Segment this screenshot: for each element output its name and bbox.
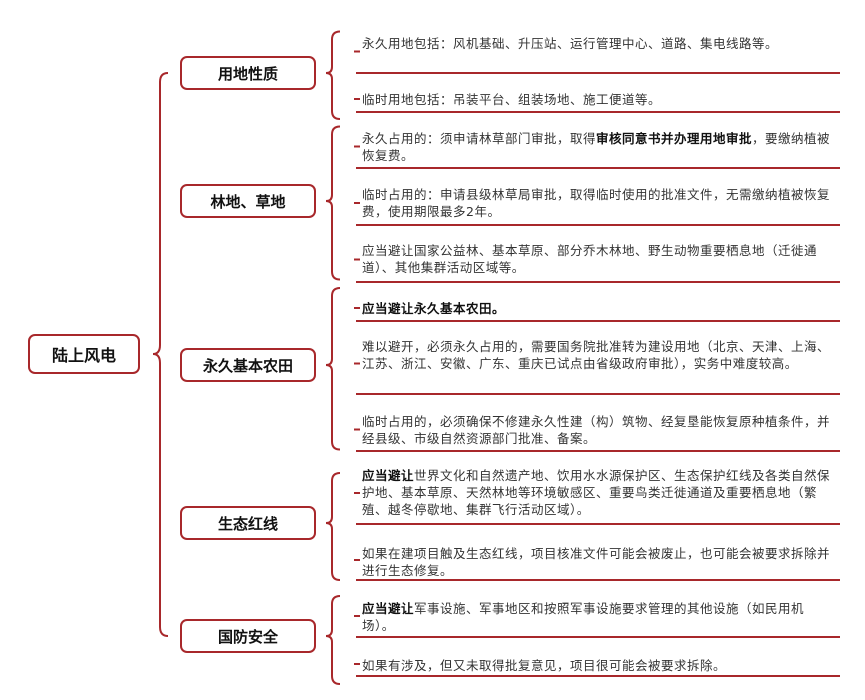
detail-item: 永久占用的：须申请林草部门审批，取得审核同意书并办理用地审批，要缴纳植被恢复费。 bbox=[356, 130, 840, 169]
category-brace bbox=[325, 287, 341, 451]
detail-text: 难以避开，必须永久占用的，需要国务院批准转为建设用地（北京、天津、上海、江苏、浙… bbox=[362, 339, 831, 371]
category-node: 用地性质 bbox=[180, 56, 316, 90]
detail-text: 永久用地包括：风机基础、升压站、运行管理中心、道路、集电线路等。 bbox=[362, 36, 779, 51]
detail-text: 如果在建项目触及生态红线，项目核准文件可能会被废止，也可能会被要求拆除并进行生态… bbox=[362, 546, 831, 578]
emphasis-text: 应当避让 bbox=[362, 601, 415, 616]
detail-text: 临时用地包括：吊装平台、组装场地、施工便道等。 bbox=[362, 92, 662, 107]
detail-text: 如果有涉及，但又未取得批复意见，项目很可能会被要求拆除。 bbox=[362, 658, 727, 673]
emphasis-text: 审核同意书并办理用地审批 bbox=[596, 131, 753, 146]
detail-item: 应当避让国家公益林、基本草原、部分乔木林地、野生动物重要栖息地（迁徙通道）、其他… bbox=[356, 242, 840, 283]
category-node: 国防安全 bbox=[180, 619, 316, 653]
category-brace bbox=[325, 30, 341, 120]
detail-item: 临时用地包括：吊装平台、组装场地、施工便道等。 bbox=[356, 91, 840, 113]
category-node: 林地、草地 bbox=[180, 184, 316, 218]
detail-text: 世界文化和自然遗产地、饮用水水源保护区、生态保护红线及各类自然保护地、基本草原、… bbox=[362, 468, 831, 517]
detail-item: 永久用地包括：风机基础、升压站、运行管理中心、道路、集电线路等。 bbox=[356, 35, 840, 74]
emphasis-text: 应当避让永久基本农田。 bbox=[362, 301, 506, 316]
detail-item: 如果有涉及，但又未取得批复意见，项目很可能会被要求拆除。 bbox=[356, 657, 840, 677]
detail-item: 难以避开，必须永久占用的，需要国务院批准转为建设用地（北京、天津、上海、江苏、浙… bbox=[356, 338, 840, 395]
detail-item: 临时占用的：申请县级林草局审批，取得临时使用的批准文件，无需缴纳植被恢复费，使用… bbox=[356, 186, 840, 226]
detail-item: 应当避让军事设施、军事地区和按照军事设施要求管理的其他设施（如民用机场）。 bbox=[356, 600, 840, 638]
category-node: 生态红线 bbox=[180, 506, 316, 540]
detail-text: 临时占用的：申请县级林草局审批，取得临时使用的批准文件，无需缴纳植被恢复费，使用… bbox=[362, 187, 831, 219]
detail-item: 应当避让永久基本农田。 bbox=[356, 300, 840, 322]
detail-text: 永久占用的：须申请林草部门审批，取得 bbox=[362, 131, 597, 146]
detail-text: ，要缴纳植被恢复费。 bbox=[362, 131, 831, 163]
category-brace bbox=[325, 125, 341, 281]
emphasis-text: 应当避让 bbox=[362, 468, 415, 483]
detail-item: 如果在建项目触及生态红线，项目核准文件可能会被废止，也可能会被要求拆除并进行生态… bbox=[356, 545, 840, 581]
detail-item: 临时占用的，必须确保不修建永久性建（构）筑物、经复垦能恢复原种植条件，并经县级、… bbox=[356, 413, 840, 452]
category-node: 永久基本农田 bbox=[180, 348, 316, 382]
category-brace bbox=[325, 595, 341, 685]
root-node: 陆上风电 bbox=[28, 334, 140, 374]
detail-item: 应当避让世界文化和自然遗产地、饮用水水源保护区、生态保护红线及各类自然保护地、基… bbox=[356, 467, 840, 525]
root-brace bbox=[152, 72, 169, 637]
category-brace bbox=[325, 472, 341, 581]
detail-text: 临时占用的，必须确保不修建永久性建（构）筑物、经复垦能恢复原种植条件，并经县级、… bbox=[362, 414, 831, 446]
detail-text: 军事设施、军事地区和按照军事设施要求管理的其他设施（如民用机场）。 bbox=[362, 601, 805, 633]
detail-text: 应当避让国家公益林、基本草原、部分乔木林地、野生动物重要栖息地（迁徙通道）、其他… bbox=[362, 243, 818, 275]
